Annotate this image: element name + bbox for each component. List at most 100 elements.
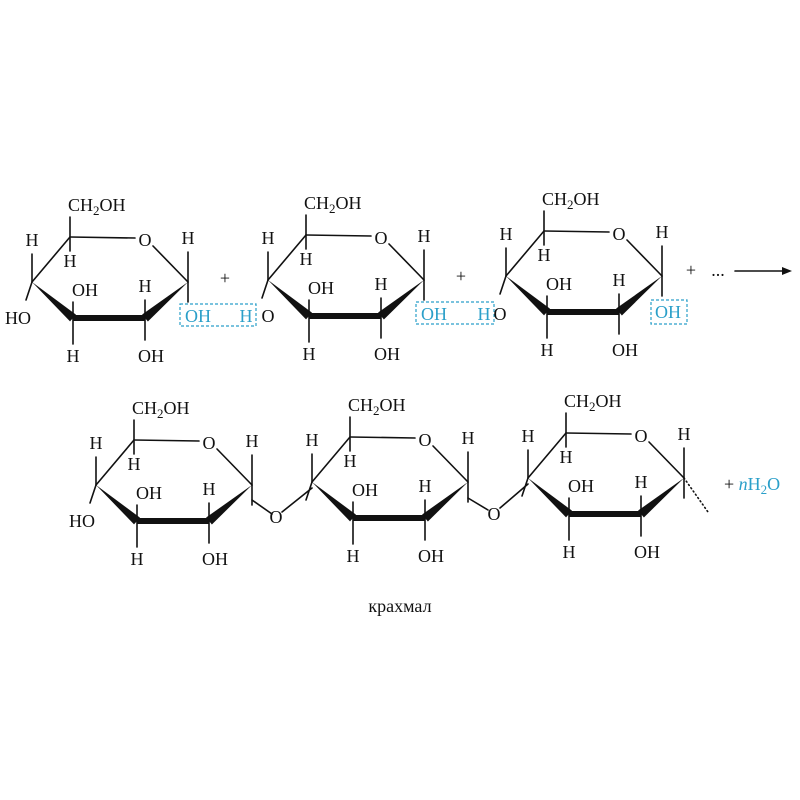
bond-c3-c2	[547, 309, 619, 315]
c2-hydroxyl: OH	[418, 546, 444, 566]
c2-hydroxyl: OH	[202, 549, 228, 569]
reaction-arrowhead	[782, 267, 792, 275]
bond-o-c1	[432, 445, 469, 483]
bond-c4-oh	[499, 275, 507, 295]
c2-hydrogen: H	[375, 274, 388, 294]
bond-c4-c3	[506, 276, 550, 316]
plus-sign-3: +	[686, 260, 696, 280]
bond-c4-c5	[95, 439, 135, 486]
bond-c4-c3	[268, 280, 312, 320]
c1-hydrogen: H	[462, 428, 475, 448]
glycosidic-bond-1b	[281, 487, 313, 513]
c2-hydrogen: H	[613, 270, 626, 290]
ch2oh-label: CH2OH	[304, 193, 362, 216]
bond-c3-c2	[137, 518, 209, 524]
bond-c1-c2	[378, 280, 424, 320]
c3-hydroxyl: OH	[352, 480, 378, 500]
bond-c4-c5	[31, 236, 71, 283]
water-product: + nH2O	[724, 474, 780, 497]
c4-hydrogen: H	[500, 224, 513, 244]
c5-hydrogen: H	[300, 249, 313, 269]
bond-c5-o	[543, 230, 610, 233]
bond-c4-oh	[261, 279, 269, 299]
glycosidic-bond-2b	[499, 483, 529, 509]
bond-c5-o	[305, 234, 372, 237]
glycosidic-bond-2a	[467, 497, 489, 511]
c3-hydroxyl: OH	[308, 278, 334, 298]
glycosidic-bond-1a	[251, 499, 273, 515]
bond-o-c1	[152, 245, 189, 283]
bond-c1-c2	[616, 276, 662, 316]
c5-hydrogen: H	[128, 454, 141, 474]
c2-hydroxyl: OH	[612, 340, 638, 360]
bond-c4-c5	[311, 436, 351, 483]
ch2oh-label: CH2OH	[542, 189, 600, 212]
chain-continuation	[683, 477, 709, 513]
c1-hydrogen: H	[656, 222, 669, 242]
c3-hydrogen: H	[67, 346, 80, 366]
c3-hydrogen: H	[347, 546, 360, 566]
bond-c4-c5	[505, 230, 545, 277]
ring-oxygen: O	[613, 224, 626, 244]
c1-hydrogen: H	[182, 228, 195, 248]
bond-c5-o	[349, 436, 416, 439]
ring-oxygen: O	[375, 228, 388, 248]
c3-hydrogen: H	[541, 340, 554, 360]
c5-hydrogen: H	[64, 251, 77, 271]
product-name-label: крахмал	[368, 596, 431, 616]
bond-o-c1	[648, 441, 685, 479]
c3-hydroxyl: OH	[568, 476, 594, 496]
c4-hydrogen: H	[90, 433, 103, 453]
bond-c3-c2	[309, 313, 381, 319]
ring3-c4-oxygen: O	[494, 304, 507, 324]
c5-hydrogen: H	[344, 451, 357, 471]
ch2oh-label: CH2OH	[132, 398, 190, 421]
bond-c4-oh	[25, 281, 33, 301]
c4-hydroxyl: HO	[5, 308, 31, 328]
ring-oxygen: O	[139, 230, 152, 250]
c3-hydrogen: H	[131, 549, 144, 569]
c1-hydrogen: H	[418, 226, 431, 246]
bond-c1-c2	[206, 485, 252, 525]
ring-oxygen: O	[203, 433, 216, 453]
bond-c1-c2	[638, 478, 684, 518]
bond-c5-o	[69, 236, 136, 239]
c3-hydrogen: H	[563, 542, 576, 562]
water-box-1	[179, 303, 257, 327]
ring-oxygen: O	[635, 426, 648, 446]
c4-hydrogen: H	[522, 426, 535, 446]
ch2oh-label: CH2OH	[564, 391, 622, 414]
c3-hydroxyl: OH	[136, 483, 162, 503]
ring-oxygen: O	[419, 430, 432, 450]
highlight-h-1: H	[240, 306, 253, 326]
c3-hydroxyl: OH	[72, 280, 98, 300]
plus-sign-1: +	[220, 268, 230, 288]
bond-c4-oh	[89, 484, 97, 504]
bond-c5-o	[565, 432, 632, 435]
bond-c3-c2	[353, 515, 425, 521]
bond-c4-c3	[96, 485, 140, 525]
highlight-oh-3: OH	[655, 302, 681, 322]
ch2oh-label: CH2OH	[348, 395, 406, 418]
c4-hydrogen: H	[306, 430, 319, 450]
plus-sign-2: +	[456, 266, 466, 286]
c2-hydrogen: H	[419, 476, 432, 496]
bond-c3-c2	[73, 315, 145, 321]
bond-c4-c3	[312, 482, 356, 522]
highlight-oh-1: OH	[185, 306, 211, 326]
c4-hydroxyl: HO	[69, 511, 95, 531]
c1-hydrogen: H	[246, 431, 259, 451]
bond-c5-o	[133, 439, 200, 442]
bond-c3-c2	[569, 511, 641, 517]
bond-o-c1	[216, 448, 253, 486]
bond-c1-c2	[422, 482, 468, 522]
bond-c4-c3	[32, 282, 76, 322]
highlight-oh-2: OH	[421, 304, 447, 324]
bond-c4-c5	[527, 432, 567, 479]
highlight-h-2: H	[478, 304, 491, 324]
